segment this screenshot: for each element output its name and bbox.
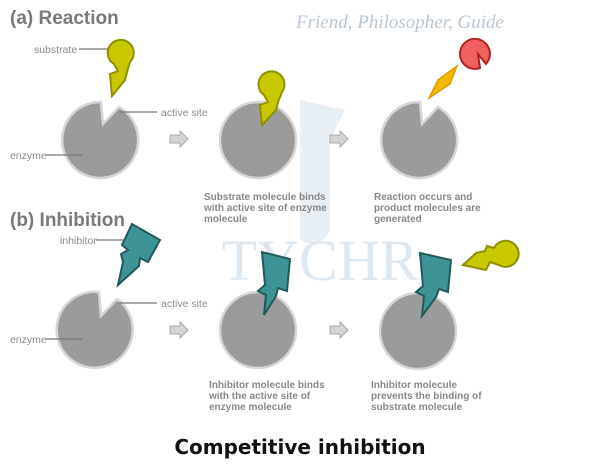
watermark-brand: TYCHR	[222, 228, 419, 293]
enzyme-with-active-site	[60, 100, 140, 180]
inhibitor-bound	[256, 250, 292, 316]
enzyme-with-active-site	[55, 290, 134, 369]
inhibition-step2-caption: Inhibitor molecule binds with the active…	[208, 380, 327, 413]
reaction-title: (a) Reaction	[10, 8, 119, 29]
active-site-label: active site	[161, 298, 208, 310]
arrow-right-icon	[169, 129, 189, 149]
active-site-label: active site	[161, 107, 208, 119]
product-diamond	[427, 63, 459, 101]
product-pacman	[458, 37, 491, 70]
arrow-right-icon	[329, 129, 349, 149]
watermark-logo	[300, 100, 345, 244]
enzyme-free	[379, 100, 459, 180]
reaction-step3-caption: Reaction occurs and product molecules ar…	[374, 192, 483, 225]
reaction-step2-caption: Substrate molecule binds with active sit…	[203, 192, 330, 225]
enzyme-bound	[218, 100, 298, 180]
inhibitor-bound	[414, 251, 453, 320]
substrate-bound	[257, 70, 286, 128]
enzyme-inhibited	[378, 291, 458, 371]
watermark-tagline: Friend, Philosopher, Guide	[295, 12, 504, 33]
inhibition-title: (b) Inhibition	[10, 210, 125, 231]
arrow-right-icon	[169, 320, 189, 340]
inhibitor-molecule	[116, 222, 162, 288]
substrate-label: substrate	[34, 44, 77, 56]
substrate-blocked	[460, 239, 520, 272]
enzyme-inhibited	[218, 290, 298, 370]
enzyme-label: enzyme	[10, 150, 47, 162]
watermark: TYCHR	[222, 100, 419, 293]
inhibitor-label: inhibitor	[60, 235, 97, 247]
inhibition-step3-caption: Inhibitor molecule prevents the binding …	[371, 380, 484, 413]
arrow-right-icon	[329, 320, 349, 340]
substrate-molecule	[106, 38, 135, 99]
reaction-panel: (a) Reaction substrate active site enzym…	[10, 8, 491, 225]
enzyme-label: enzyme	[10, 334, 47, 346]
footer-title: Competitive inhibition	[174, 435, 425, 459]
inhibition-panel: (b) Inhibition inhibitor active site enz…	[10, 210, 520, 413]
